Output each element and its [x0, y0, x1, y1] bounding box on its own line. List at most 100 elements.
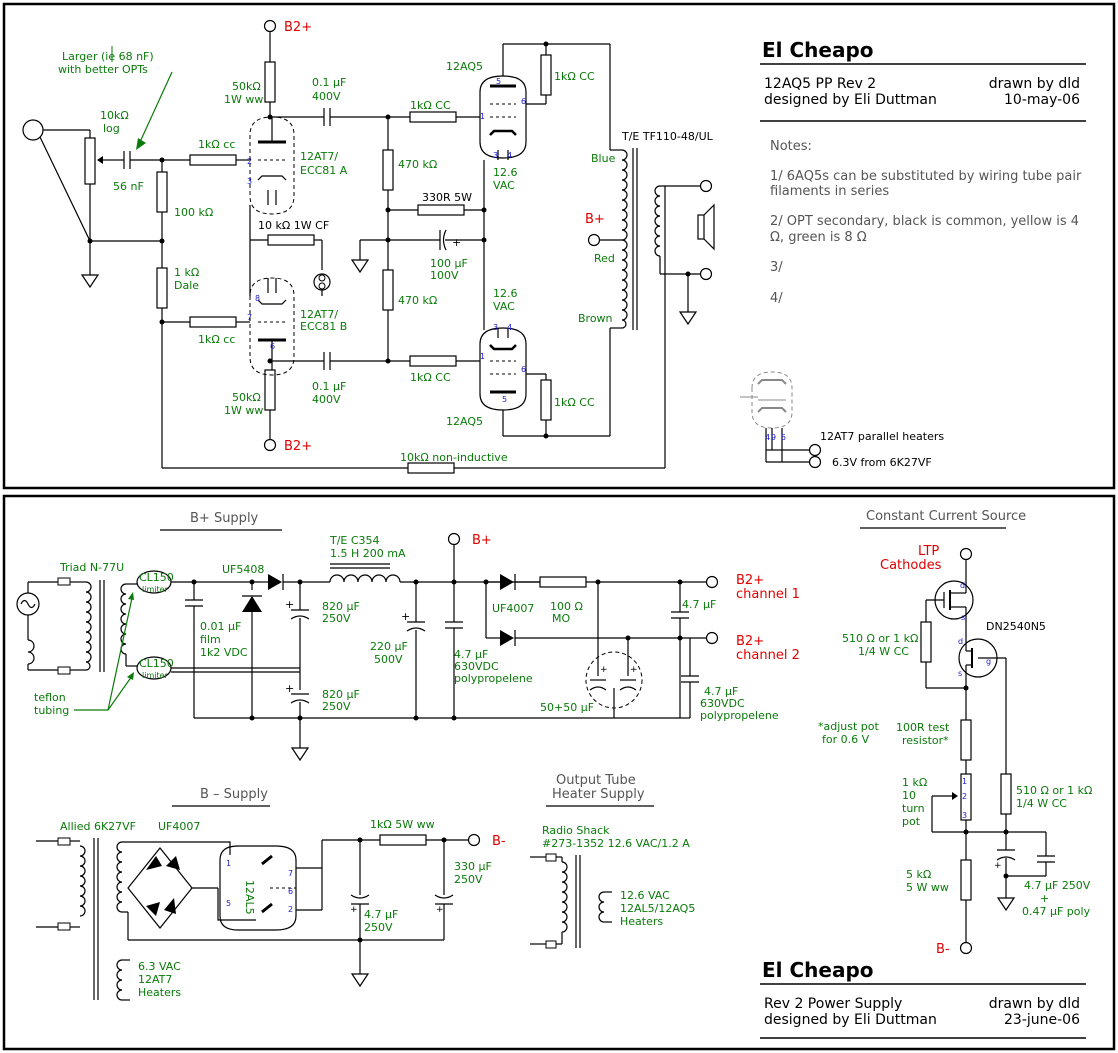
svg-text:12AQ5: 12AQ5 [446, 415, 483, 428]
opt-label: T/E TF110-48/UL [621, 130, 714, 143]
svg-text:T/E C354: T/E C354 [329, 534, 380, 547]
svg-text:4.7 µF 250V: 4.7 µF 250V [1024, 879, 1091, 892]
svg-text:tubing: tubing [34, 704, 69, 717]
svg-text:#273-1352 12.6 VAC/1.2 A: #273-1352 12.6 VAC/1.2 A [542, 837, 690, 850]
svg-text:10kΩ: 10kΩ [100, 109, 129, 122]
svg-text:Radio Shack: Radio Shack [542, 824, 610, 837]
ccs-section-title: Constant Current Source [866, 509, 1026, 524]
svg-text:UF5408: UF5408 [222, 563, 264, 576]
amplifier-panel-border [2, 2, 1116, 490]
svg-text:12AT7/: 12AT7/ [300, 308, 338, 321]
svg-text:12AT7/: 12AT7/ [300, 150, 338, 163]
svg-text:12.6: 12.6 [493, 166, 518, 179]
svg-text:6.3V from 6K27VF: 6.3V from 6K27VF [832, 456, 932, 469]
svg-text:100 µF: 100 µF [430, 257, 468, 270]
svg-text:1kΩ CC: 1kΩ CC [410, 99, 451, 112]
bminus-section-title: B – Supply [200, 787, 268, 802]
diode-uf5408-series-icon [268, 574, 282, 590]
svg-text:50+50 µF: 50+50 µF [540, 701, 594, 714]
svg-text:9: 9 [771, 433, 776, 442]
svg-text:ECC81 A: ECC81 A [300, 164, 348, 177]
svg-text:820 µF: 820 µF [322, 688, 360, 701]
ps-designer: designed by Eli Duttman [764, 1012, 937, 1028]
svg-text:+: + [630, 665, 638, 675]
larger-note-b: with better OPTs [58, 63, 148, 76]
svg-text:56 nF: 56 nF [113, 180, 144, 193]
svg-text:*adjust pot: *adjust pot [818, 720, 880, 733]
note-2-line-a: 2/ OPT secondary, black is common, yello… [770, 214, 1079, 229]
amp-date: 10-may-06 [1004, 92, 1080, 108]
svg-text:470 kΩ: 470 kΩ [398, 294, 437, 307]
svg-text:DN2540N5: DN2540N5 [986, 620, 1046, 633]
svg-text:MO: MO [552, 612, 570, 625]
svg-text:7: 7 [247, 313, 252, 322]
ps-rev: Rev 2 Power Supply [764, 996, 902, 1012]
svg-text:630VDC: 630VDC [454, 660, 499, 673]
svg-text:Output Tube: Output Tube [556, 773, 636, 788]
svg-text:1kΩ CC: 1kΩ CC [554, 396, 595, 409]
svg-text:+: + [600, 665, 608, 675]
svg-text:10: 10 [902, 789, 916, 802]
svg-text:5: 5 [226, 899, 231, 908]
amp-title: El Cheapo [762, 38, 874, 62]
amp-rev: 12AQ5 PP Rev 2 [764, 76, 876, 92]
svg-text:4: 4 [507, 323, 512, 332]
amp-drawn-by: drawn by dld [989, 76, 1080, 92]
svg-text:1: 1 [480, 112, 485, 121]
svg-text:2: 2 [962, 792, 967, 801]
svg-text:Heater Supply: Heater Supply [552, 787, 645, 802]
svg-text:12AQ5: 12AQ5 [446, 60, 483, 73]
svg-text:d: d [958, 637, 963, 646]
svg-text:1kΩ CC: 1kΩ CC [410, 371, 451, 384]
svg-text:+: + [1040, 892, 1049, 905]
svg-text:5 kΩ: 5 kΩ [906, 868, 931, 881]
svg-text:5: 5 [496, 77, 501, 86]
svg-text:6: 6 [270, 342, 275, 351]
bplus-section-title: B+ Supply [190, 511, 259, 526]
svg-text:for 0.6 V: for 0.6 V [822, 733, 870, 746]
svg-text:400V: 400V [312, 90, 341, 103]
svg-text:resistor*: resistor* [902, 734, 949, 747]
svg-text:5: 5 [502, 395, 507, 404]
svg-text:0.47 µF poly: 0.47 µF poly [1022, 905, 1091, 918]
svg-text:100R test: 100R test [896, 721, 950, 734]
svg-text:8: 8 [255, 294, 260, 303]
svg-text:7: 7 [288, 869, 293, 878]
svg-text:6: 6 [288, 887, 293, 896]
tube-12at7-a: 2 3 12AT7/ ECC81 A [247, 116, 348, 215]
svg-text:1kΩ CC: 1kΩ CC [554, 70, 595, 83]
svg-text:1: 1 [480, 352, 485, 361]
svg-text:0.01 µF: 0.01 µF [200, 620, 241, 633]
larger-note-a: Larger (ie 68 nF) [62, 50, 154, 63]
svg-text:Triad N-77U: Triad N-77U [59, 561, 124, 574]
svg-text:50kΩ: 50kΩ [232, 80, 261, 93]
svg-text:1kΩ cc: 1kΩ cc [198, 138, 235, 151]
svg-text:Brown: Brown [578, 312, 613, 325]
svg-text:1.5 H 200 mA: 1.5 H 200 mA [330, 547, 406, 560]
svg-text:2: 2 [247, 157, 252, 166]
svg-text:1kΩ 5W ww: 1kΩ 5W ww [370, 818, 435, 831]
svg-text:CL150: CL150 [139, 657, 174, 670]
svg-text:510 Ω or 1 kΩ: 510 Ω or 1 kΩ [842, 632, 918, 645]
note-1-line-a: 1/ 6AQ5s can be substituted by wiring tu… [770, 169, 1082, 184]
svg-text:250V: 250V [322, 612, 351, 625]
speaker-icon [697, 214, 705, 240]
output-tube-heater-supply: Radio Shack #273-1352 12.6 VAC/1.2 A 12.… [530, 824, 695, 949]
svg-text:50kΩ: 50kΩ [232, 391, 261, 404]
svg-text:100 Ω: 100 Ω [550, 600, 583, 613]
b2plus-ch1-label: B2+ [736, 573, 764, 588]
svg-text:630VDC: 630VDC [700, 697, 745, 710]
svg-text:0.1 µF: 0.1 µF [312, 76, 346, 89]
svg-text:4.7 µF: 4.7 µF [682, 598, 716, 611]
svg-text:3: 3 [247, 177, 252, 186]
svg-text:1W ww: 1W ww [224, 404, 263, 417]
notes-heading: Notes: [770, 139, 812, 154]
svg-text:500V: 500V [374, 653, 403, 666]
svg-text:330R 5W: 330R 5W [422, 191, 472, 204]
svg-text:g: g [986, 657, 991, 666]
svg-text:12.6: 12.6 [493, 287, 518, 300]
svg-text:1 kΩ: 1 kΩ [902, 776, 927, 789]
